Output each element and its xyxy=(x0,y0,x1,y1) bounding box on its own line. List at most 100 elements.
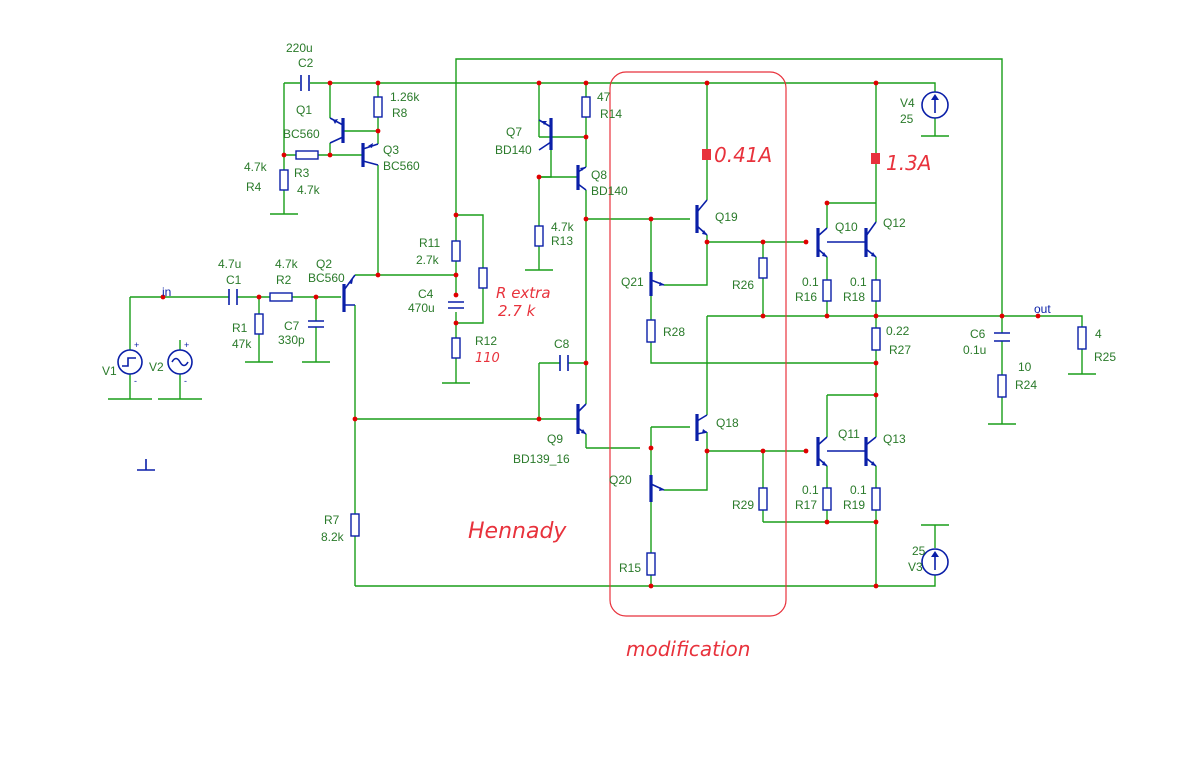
svg-text:-: - xyxy=(134,376,137,386)
label-R16: R16 xyxy=(795,290,817,304)
label-C2: C2 xyxy=(298,56,314,70)
label-R13: R13 xyxy=(551,234,573,248)
label-V3-value: 25 xyxy=(912,544,926,558)
label-Q9-type: BD139_16 xyxy=(513,452,570,466)
annotation-r-extra: R extra xyxy=(496,284,551,302)
component-labels: 220u C2 Q1 BC560 1.26k R8 Q3 BC560 4.7k … xyxy=(102,41,1116,575)
label-R24-value: 10 xyxy=(1018,360,1032,374)
label-Q21: Q21 xyxy=(621,275,644,289)
label-R28: R28 xyxy=(663,325,685,339)
wires xyxy=(108,58,1096,587)
label-R7-value: 8.2k xyxy=(321,530,345,544)
label-Q12: Q12 xyxy=(883,216,906,230)
label-R27-value: 0.22 xyxy=(886,324,910,338)
annotation-current-output: 1.3A xyxy=(886,151,932,175)
label-R8: R8 xyxy=(392,106,408,120)
label-V3: V3 xyxy=(908,560,923,574)
label-C7: C7 xyxy=(284,319,300,333)
label-Q3: Q3 xyxy=(383,143,399,157)
label-R25: R25 xyxy=(1094,350,1116,364)
transistor-Q9 xyxy=(576,403,587,435)
label-C7-value: 330p xyxy=(278,333,305,347)
svg-text:+: + xyxy=(184,340,189,350)
resistor-R29 xyxy=(758,487,768,511)
resistor-R16 xyxy=(822,279,832,302)
label-C1-value: 4.7u xyxy=(218,257,241,271)
transistor-Q21 xyxy=(649,272,665,296)
resistor-R26 xyxy=(758,257,768,279)
resistor-R1 xyxy=(254,313,264,335)
label-R15: R15 xyxy=(619,561,641,575)
label-R14-value: 47 xyxy=(597,90,611,104)
transistor-Q12 xyxy=(827,221,877,258)
capacitor-C2 xyxy=(300,75,310,91)
label-R12: R12 xyxy=(475,334,497,348)
source-V3 xyxy=(921,548,949,576)
label-R17: R17 xyxy=(795,498,817,512)
annotation-author: Hennady xyxy=(468,519,567,544)
ground-symbol xyxy=(137,459,155,471)
resistor-R11 xyxy=(451,240,461,262)
label-Q9: Q9 xyxy=(547,432,563,446)
label-C4: C4 xyxy=(418,287,434,301)
label-R4-value: 4.7k xyxy=(244,160,268,174)
resistor-R24 xyxy=(997,374,1007,398)
label-C1: C1 xyxy=(226,273,242,287)
label-R14: R14 xyxy=(600,107,622,121)
modification-box xyxy=(609,71,787,617)
annotation-r-extra-value: 2.7 k xyxy=(498,302,537,320)
resistor-R28 xyxy=(646,319,656,343)
label-V1: V1 xyxy=(102,364,117,378)
resistor-R25 xyxy=(1077,326,1087,350)
label-R19: R19 xyxy=(843,498,865,512)
label-R17-value: 0.1 xyxy=(802,483,819,497)
transistor-Q18 xyxy=(695,414,708,441)
current-marker-1 xyxy=(702,149,711,160)
label-R2-value: 4.7k xyxy=(275,257,299,271)
transistor-Q1 xyxy=(329,117,345,144)
label-R24: R24 xyxy=(1015,378,1037,392)
capacitor-C4 xyxy=(448,301,464,309)
transistor-Q19 xyxy=(695,199,708,236)
label-R11: R11 xyxy=(419,236,440,250)
label-R18: R18 xyxy=(843,290,865,304)
label-R3: R3 xyxy=(294,166,310,180)
transistor-Q11 xyxy=(816,436,828,467)
label-Q3-type: BC560 xyxy=(383,159,420,173)
annotation-r12-value: 110 xyxy=(475,351,500,366)
label-R16-value: 0.1 xyxy=(802,275,819,289)
transistor-Q7 xyxy=(538,118,553,151)
resistor-R7 xyxy=(350,513,360,537)
transistor-Q8 xyxy=(576,165,587,191)
label-R13-value: 4.7k xyxy=(551,220,575,234)
label-R7: R7 xyxy=(324,513,340,527)
label-Q8: Q8 xyxy=(591,168,607,182)
label-Q1-type: BC560 xyxy=(283,127,320,141)
label-Q2: Q2 xyxy=(316,257,332,271)
svg-text:+: + xyxy=(134,340,139,350)
label-Q18: Q18 xyxy=(716,416,739,430)
resistor-R14 xyxy=(581,96,591,118)
annotation-modification: modification xyxy=(626,637,750,661)
resistor-R17 xyxy=(822,487,832,511)
transistor-Q2 xyxy=(342,274,356,312)
label-Q10: Q10 xyxy=(835,220,858,234)
label-R26: R26 xyxy=(732,278,754,292)
node-label-in: in xyxy=(162,285,171,299)
label-R11-value: 2.7k xyxy=(416,253,440,267)
label-R1: R1 xyxy=(232,321,248,335)
label-R2: R2 xyxy=(276,273,292,287)
label-R27: R27 xyxy=(889,343,911,357)
transistor-Q10 xyxy=(816,227,828,258)
label-V4: V4 xyxy=(900,96,915,110)
resistor-R18 xyxy=(871,279,881,302)
label-Q13: Q13 xyxy=(883,432,906,446)
label-V2: V2 xyxy=(149,360,164,374)
label-Q2-type: BC560 xyxy=(308,271,345,285)
capacitor-C8 xyxy=(559,355,569,371)
label-R19-value: 0.1 xyxy=(850,483,867,497)
label-Q20: Q20 xyxy=(609,473,632,487)
label-R3-value: 4.7k xyxy=(297,183,321,197)
transistor-Q13 xyxy=(827,436,877,467)
